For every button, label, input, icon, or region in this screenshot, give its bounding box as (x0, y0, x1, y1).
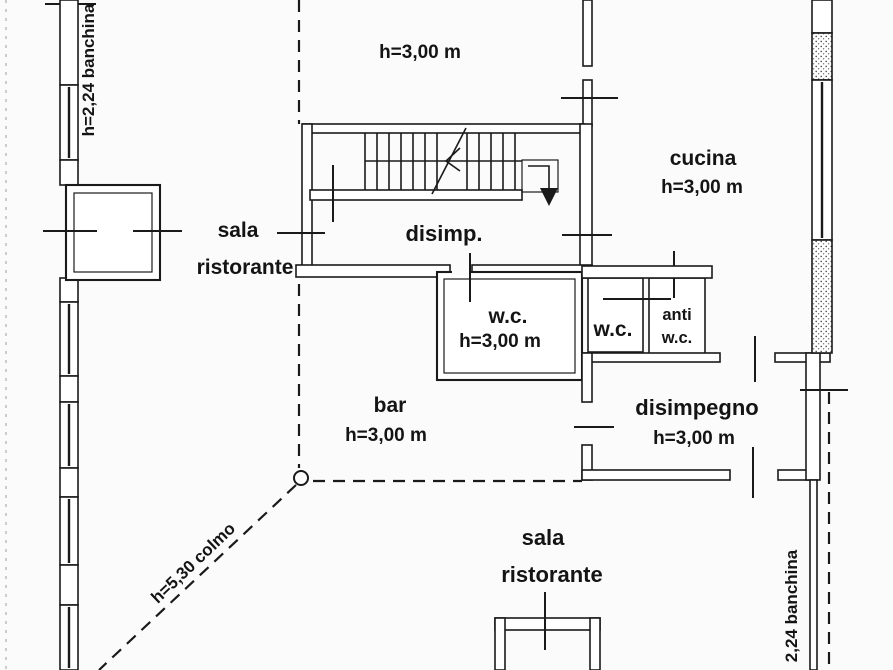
wc-main-height-label: h=3,00 m (459, 331, 541, 352)
stair-direction-chevron (444, 147, 461, 172)
staircase (301, 123, 593, 279)
entrance-bay (43, 183, 182, 282)
corridor-walls (581, 265, 831, 382)
ridge-node (293, 470, 309, 486)
cucina-label: cucina (670, 147, 737, 170)
sala-bottom-label-line2: ristorante (501, 562, 602, 587)
disimpegno-height-label: h=3,00 m (653, 428, 735, 449)
bar-height-label: h=3,00 m (345, 425, 427, 446)
sala-bottom-label-line1: sala (522, 525, 566, 550)
left-facade-wall (45, 0, 96, 670)
stair-down-arrow (540, 188, 558, 206)
bottom-bay (494, 592, 601, 670)
stair-direction-line (528, 165, 550, 188)
bar-label: bar (374, 394, 407, 417)
disimpegno-label: disimpegno (635, 395, 758, 420)
banchina-left-label: h=2,24 banchina (79, 3, 98, 136)
wc-small-label: w.c. (593, 318, 633, 341)
disimp-label: disimp. (405, 221, 482, 246)
wc-main-room (435, 253, 584, 382)
anti-wc-label-line1: anti (662, 306, 691, 324)
hall-top-height-label: h=3,00 m (379, 42, 461, 63)
anti-wc-room (648, 277, 706, 359)
wc-main-label: w.c. (488, 305, 528, 328)
roof-ridge-boundary (98, 0, 582, 670)
sala-left-label-line1: sala (218, 219, 259, 242)
ridge-height-label: h=5,30 colmo (147, 519, 239, 607)
banchina-right-label: 2,24 banchina (782, 549, 801, 662)
right-facade-wall (800, 0, 848, 670)
wc-small-room (587, 277, 644, 353)
cucina-height-label: h=3,00 m (661, 177, 743, 198)
stair-break-line (431, 127, 467, 195)
anti-wc-label-line2: w.c. (661, 329, 693, 347)
disimpegno-room (574, 352, 821, 498)
door-opening (452, 270, 470, 275)
cucina-left-wall (561, 0, 618, 127)
sala-left-label-line2: ristorante (197, 256, 294, 279)
